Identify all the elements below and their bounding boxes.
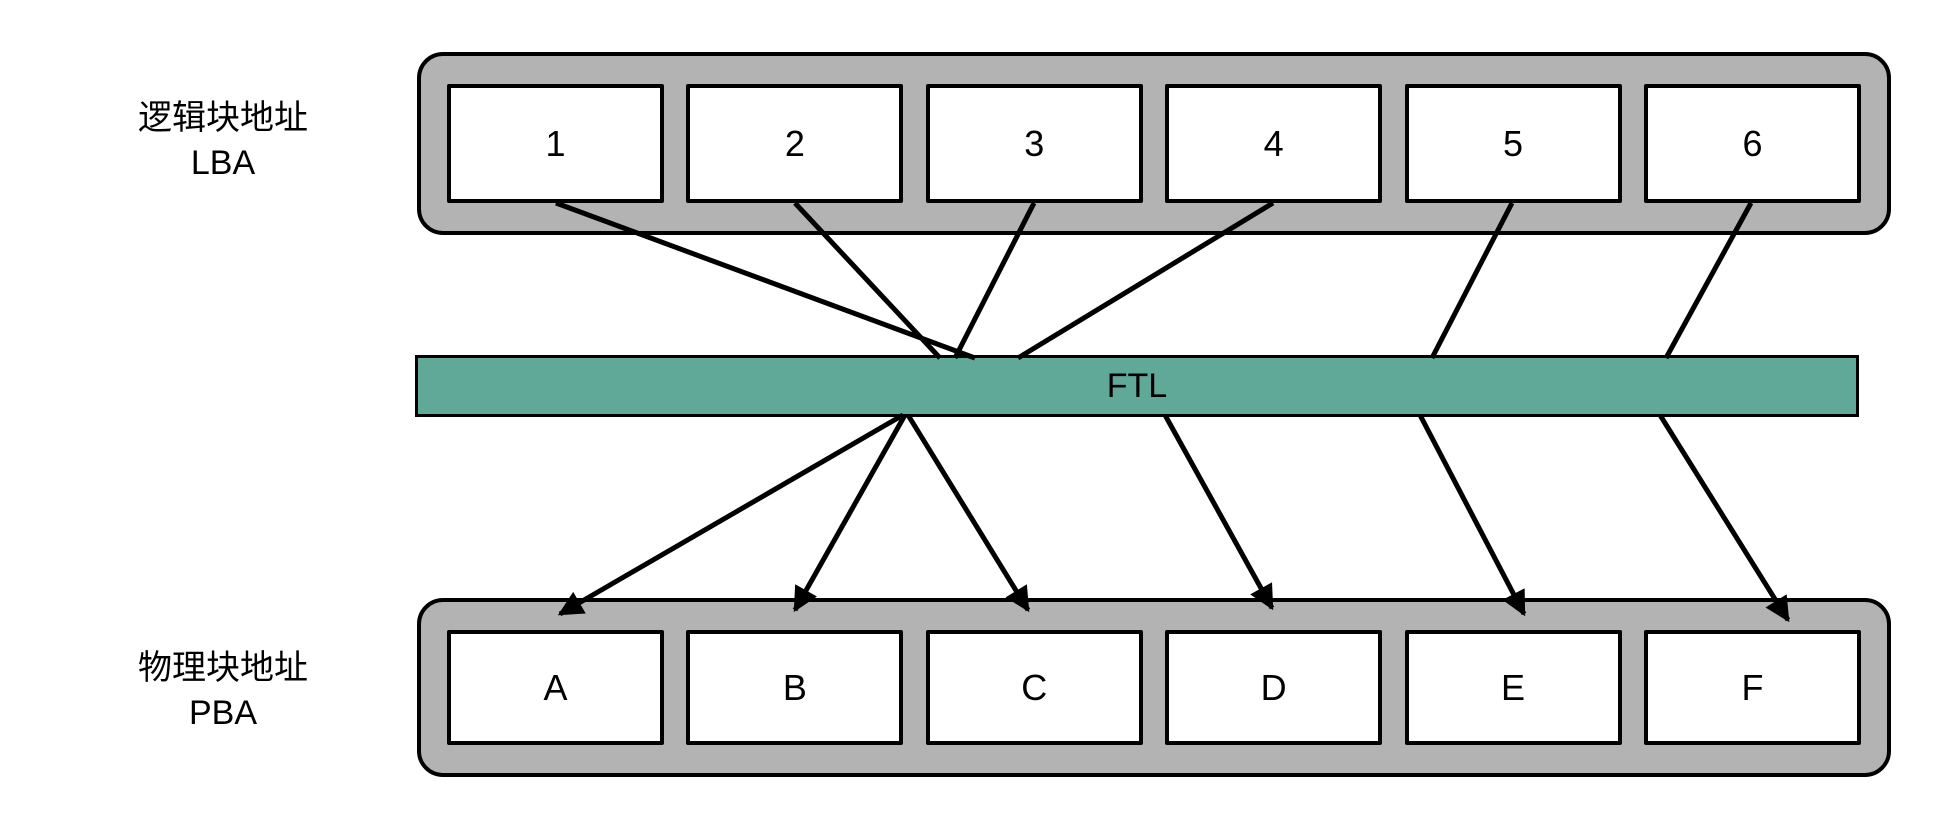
ftl-to-pba-arrow — [1657, 413, 1791, 623]
pba-box-c: C — [925, 630, 1143, 745]
pba-box-d: D — [1165, 630, 1383, 745]
pba-box-a: A — [447, 630, 664, 745]
pba-box-b: B — [686, 630, 904, 745]
pba-box-e: E — [1404, 630, 1622, 745]
ftl-to-pba-arrow — [792, 413, 908, 613]
lba-box-1: 1 — [447, 84, 664, 203]
lba-box-5: 5 — [1404, 84, 1622, 203]
lba-box-6: 6 — [1643, 84, 1861, 203]
pba-box-f: F — [1643, 630, 1861, 745]
ftl-bar-label: FTL — [1106, 366, 1168, 405]
lba-box-3: 3 — [925, 84, 1143, 203]
lba-row-label: 逻辑块地址 LBA — [73, 96, 373, 186]
pba-row-label: 物理块地址 PBA — [73, 646, 373, 736]
lba-row-label-subtitle: LBA — [190, 143, 256, 182]
pba-row-label-title: 物理块地址 — [138, 649, 308, 687]
ftl-bar: FTL — [415, 355, 1859, 417]
lba-container: 1 2 3 4 5 6 — [417, 52, 1891, 235]
ftl-to-pba-arrow — [1417, 413, 1527, 617]
pba-container: A B C D E F — [417, 598, 1891, 777]
pba-row-label-subtitle: PBA — [188, 693, 258, 732]
ftl-to-pba-arrow — [905, 413, 1031, 613]
ftl-to-pba-arrows — [557, 412, 1791, 623]
ftl-to-pba-arrow — [1162, 413, 1275, 611]
lba-box-2: 2 — [686, 84, 904, 203]
ftl-to-pba-arrow — [557, 412, 905, 617]
lba-box-4: 4 — [1165, 84, 1383, 203]
lba-row-label-title: 逻辑块地址 — [138, 99, 308, 137]
